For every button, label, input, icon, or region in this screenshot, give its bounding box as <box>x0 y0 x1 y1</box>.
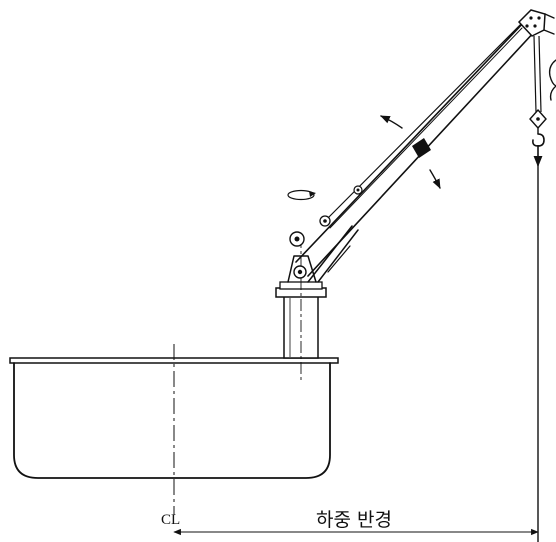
luffing-cylinder <box>307 225 359 283</box>
boom-band <box>412 138 431 158</box>
side-sheave <box>548 59 556 101</box>
slewing-housing <box>287 231 317 283</box>
boom-sheaves <box>319 185 363 227</box>
jib-head <box>517 9 555 37</box>
centerline-label: CL <box>161 512 180 528</box>
rotation-arrow-icon <box>287 189 316 201</box>
luffing-arrows-icon <box>380 115 441 189</box>
hook-icon <box>529 108 547 147</box>
load-radius-label: 하중 반경 <box>316 509 392 531</box>
hoist-wire <box>533 35 542 113</box>
